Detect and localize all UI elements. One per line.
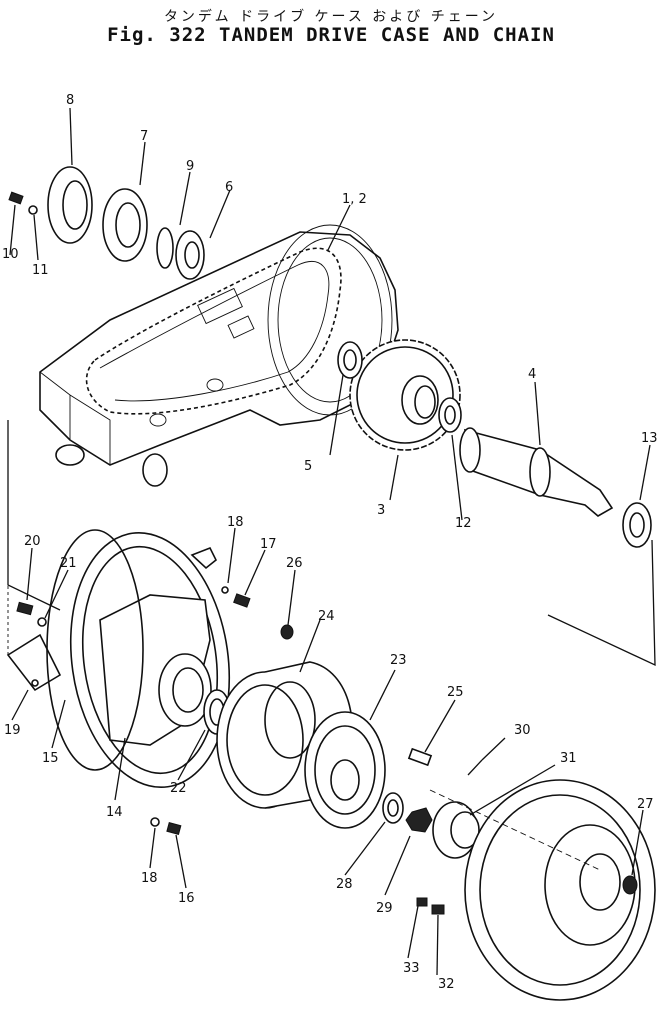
callout-14: 14 bbox=[106, 805, 123, 820]
callout-9: 9 bbox=[186, 159, 194, 174]
callout-26: 26 bbox=[286, 556, 303, 571]
callout-15: 15 bbox=[42, 751, 59, 766]
callout-labels: 1, 2 3 4 5 6 7 8 9 10 11 12 13 14 15 16 … bbox=[2, 93, 658, 992]
callout-16: 16 bbox=[178, 891, 195, 906]
title-japanese: タンデム ドライブ ケース および チェーン bbox=[163, 9, 499, 25]
callout-5: 5 bbox=[304, 459, 312, 474]
callout-27: 27 bbox=[637, 797, 654, 812]
drive-chain bbox=[85, 247, 342, 415]
callout-33: 33 bbox=[403, 961, 420, 976]
cap-31 bbox=[432, 801, 480, 859]
callout-20: 20 bbox=[24, 534, 41, 549]
cover-and-seals-upper bbox=[8, 166, 205, 280]
callout-12: 12 bbox=[455, 516, 472, 531]
callout-23: 23 bbox=[390, 653, 407, 668]
callout-3: 3 bbox=[377, 503, 385, 518]
callout-10: 10 bbox=[2, 247, 19, 262]
road-wheel bbox=[416, 779, 656, 1001]
callout-21: 21 bbox=[60, 556, 77, 571]
callout-25: 25 bbox=[447, 685, 464, 700]
callout-31: 31 bbox=[560, 751, 577, 766]
callout-7: 7 bbox=[140, 129, 148, 144]
brake-housing-cover bbox=[46, 529, 231, 789]
figure-title: Fig. 322 TANDEM DRIVE CASE AND CHAIN bbox=[107, 24, 555, 46]
callout-22: 22 bbox=[170, 781, 187, 796]
callout-28: 28 bbox=[336, 877, 353, 892]
callout-24: 24 bbox=[318, 609, 335, 624]
pin-30 bbox=[467, 759, 483, 776]
bearings-upper bbox=[337, 341, 652, 548]
drive-shaft bbox=[459, 427, 614, 517]
callout-19: 19 bbox=[4, 723, 21, 738]
callout-4: 4 bbox=[528, 367, 536, 382]
small-fasteners-left bbox=[16, 546, 251, 835]
callout-18-lower: 18 bbox=[141, 871, 158, 886]
callout-1-2: 1, 2 bbox=[342, 192, 367, 207]
chain-sprocket bbox=[349, 339, 461, 451]
callout-32: 32 bbox=[438, 977, 455, 992]
callout-29: 29 bbox=[376, 901, 393, 916]
stud-25 bbox=[407, 747, 433, 767]
callout-18-upper: 18 bbox=[227, 515, 244, 530]
leader-lines-upper bbox=[7, 107, 656, 667]
callout-6: 6 bbox=[225, 180, 233, 195]
hub-plate-23 bbox=[304, 711, 386, 829]
callout-11: 11 bbox=[32, 263, 49, 278]
callout-8: 8 bbox=[66, 93, 74, 108]
nut-26 bbox=[280, 624, 294, 640]
gasket-plate bbox=[6, 633, 62, 692]
brake-drum bbox=[216, 661, 353, 809]
washer-28-and-nut-29 bbox=[382, 792, 433, 833]
leader-lines-lower bbox=[7, 527, 644, 976]
callout-17: 17 bbox=[260, 537, 277, 552]
callout-13: 13 bbox=[641, 431, 658, 446]
callout-30: 30 bbox=[514, 723, 531, 738]
